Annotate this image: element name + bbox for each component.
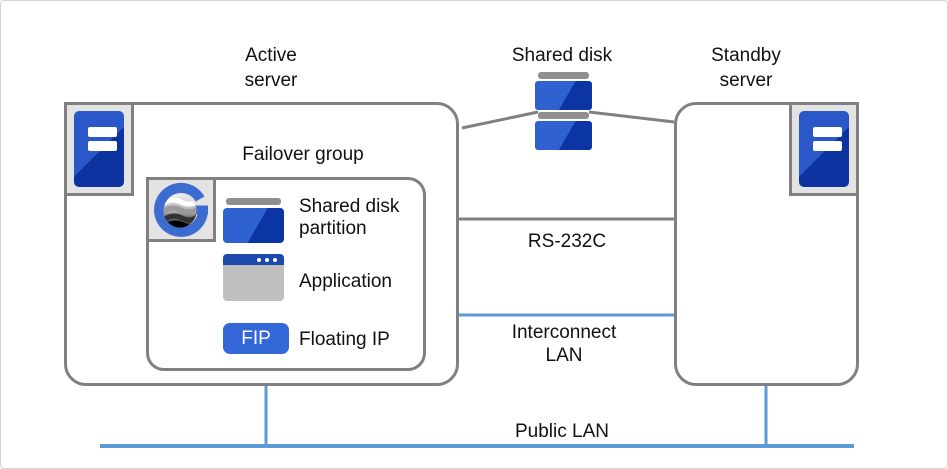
app-window-dot [265,257,269,262]
app-window-dot [257,257,261,262]
public-lan-label: Public LAN [515,421,609,442]
shared-disk-to-standby-line [588,110,675,124]
active-server-icon [64,102,134,196]
interconnect-lan-label: Interconnect LAN [511,322,617,366]
failover-group-label: Failover group [242,144,364,165]
shared-disk-label: Shared disk [511,45,613,66]
disk-top-bar [538,72,589,79]
server-body [74,111,124,187]
active-server-label: Active server [244,45,298,91]
app-window-dot [273,257,277,262]
disk-unit [223,208,284,243]
standby-server-label: Standby server [711,45,781,91]
shared-disk-partition-label: Shared disk partition [299,196,400,239]
server-slot [812,141,842,152]
server-slot [812,126,842,137]
floating-ip-badge: FIP [223,323,289,354]
application-label: Application [299,271,392,292]
app-titlebar [223,254,284,265]
floating-ip-label: Floating IP [299,329,390,350]
failover-group-box [146,177,426,371]
shared-disk-icon [535,72,592,150]
disk-unit [535,121,592,150]
server-body [799,111,849,187]
disk-top-bar [538,112,589,119]
standby-server-icon [789,102,859,196]
g-logo-graphic [154,182,208,237]
shared-disk-partition-icon [223,198,284,243]
shared-disk-to-active-line [461,110,539,130]
disk-top-bar [226,198,281,205]
expresscluster-g-logo-icon [146,177,216,242]
rs-232c-label: RS-232C [527,231,607,252]
server-slot [87,141,117,152]
application-icon [223,254,284,301]
server-slot [87,126,117,137]
disk-unit [535,81,592,110]
